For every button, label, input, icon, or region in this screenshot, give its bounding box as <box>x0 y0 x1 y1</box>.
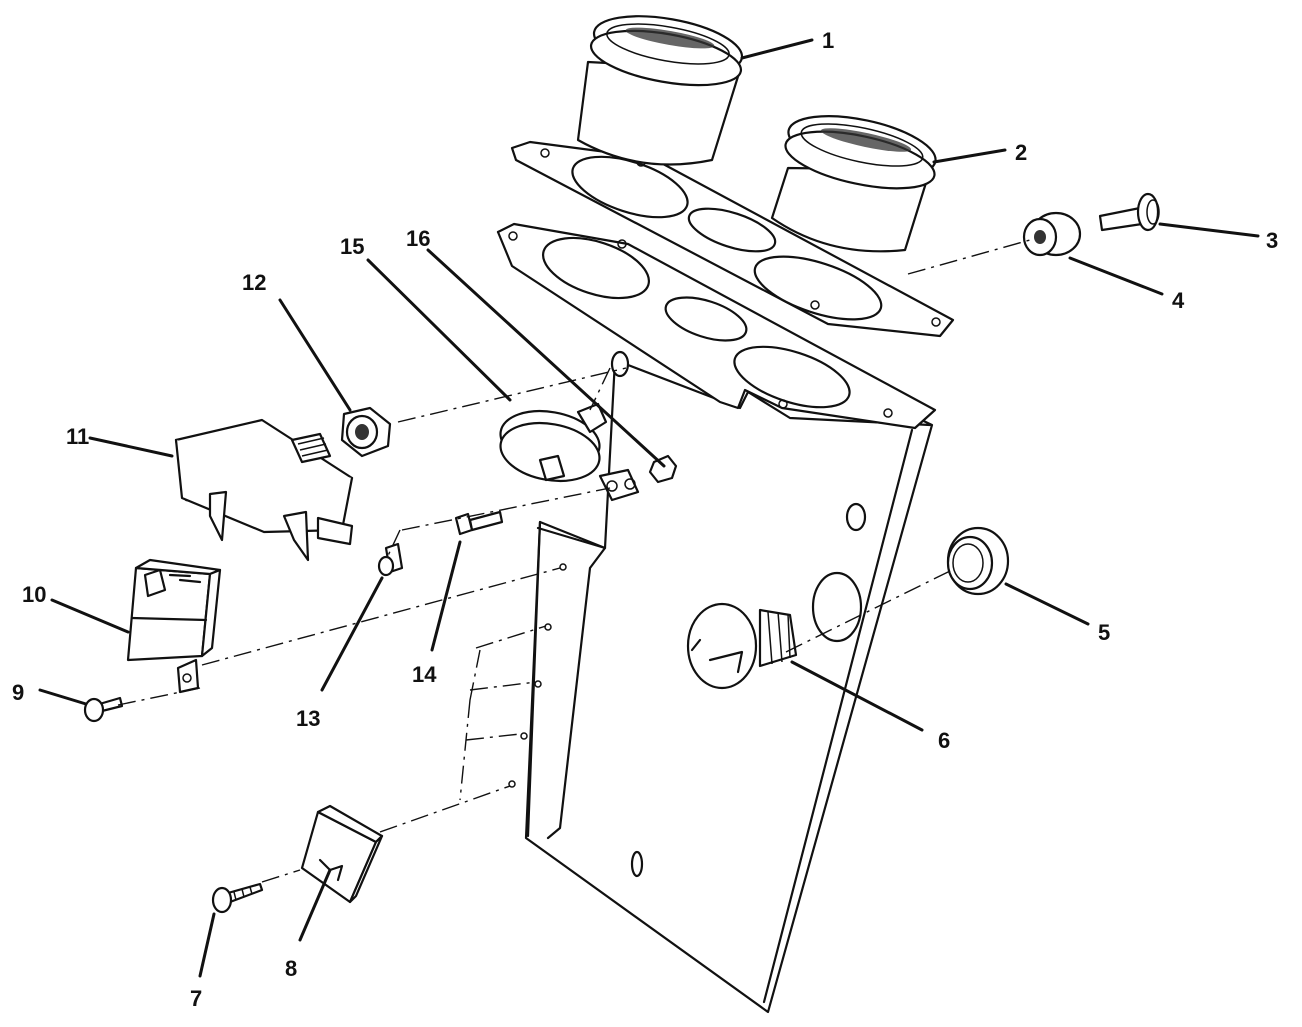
screw-9[interactable] <box>83 696 124 723</box>
callout-14: 14 <box>412 662 437 687</box>
callout-3: 3 <box>1266 228 1278 253</box>
grommet-4[interactable] <box>1022 211 1082 257</box>
callout-5: 5 <box>1098 620 1110 645</box>
relay-10[interactable] <box>126 558 222 694</box>
callout-15: 15 <box>340 234 364 259</box>
callout-4: 4 <box>1172 288 1185 313</box>
gauge-1[interactable] <box>576 6 746 166</box>
gauge-2[interactable] <box>770 105 941 253</box>
callout-13: 13 <box>296 706 320 731</box>
gauge-clamp-15[interactable] <box>496 402 640 502</box>
screw-7[interactable] <box>211 882 264 914</box>
callout-2: 2 <box>1015 140 1027 165</box>
callout-1: 1 <box>822 28 834 53</box>
gauge-gasket <box>510 140 955 338</box>
callout-12: 12 <box>242 270 266 295</box>
alignment-lines <box>117 239 1031 883</box>
hex-nut-12[interactable] <box>340 406 392 458</box>
callout-16: 16 <box>406 226 430 251</box>
callout-6: 6 <box>938 728 950 753</box>
callout-8: 8 <box>285 956 297 981</box>
callout-10: 10 <box>22 582 46 607</box>
screw-13[interactable] <box>377 542 404 577</box>
hex-nut-16[interactable] <box>648 454 678 484</box>
connector-block-8[interactable] <box>300 804 384 904</box>
callout-7: 7 <box>190 986 202 1011</box>
ring-nut-5[interactable] <box>946 526 1010 596</box>
switch-knob-3[interactable] <box>1098 192 1160 232</box>
callout-11: 11 <box>66 424 89 449</box>
callout-labels: 1 2 3 4 5 6 7 8 9 10 11 12 13 14 15 16 <box>12 28 1278 1011</box>
leader-lines <box>38 38 1260 978</box>
callout-9: 9 <box>12 680 24 705</box>
control-module-11[interactable] <box>174 418 354 562</box>
bolt-14[interactable] <box>454 510 504 536</box>
panel-top-gasket <box>496 222 937 430</box>
